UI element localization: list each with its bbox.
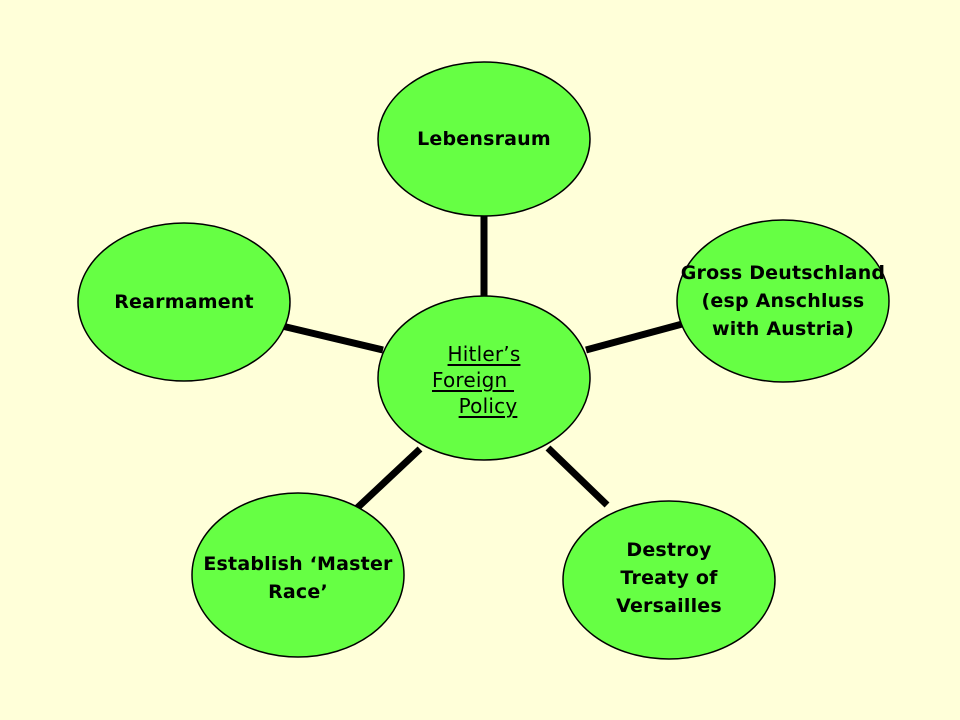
connector-rearmament bbox=[281, 322, 384, 354]
connector-gross-deutschland bbox=[585, 319, 687, 354]
node-lebensraum bbox=[377, 61, 591, 217]
label-versailles-line-1: Destroy bbox=[626, 539, 712, 561]
connector-versailles bbox=[545, 445, 610, 508]
center-label-line-1: Hitler’s bbox=[447, 342, 521, 366]
connector-master-race bbox=[353, 446, 423, 512]
label-versailles-line-2: Treaty of bbox=[620, 567, 718, 589]
label-rearmament: Rearmament bbox=[94, 282, 274, 322]
center-label-line-2: Foreign bbox=[431, 368, 514, 392]
label-lebensraum: Lebensraum bbox=[394, 119, 574, 159]
label-gross-deutschland: Gross Deutschland (esp Anschluss with Au… bbox=[673, 258, 893, 344]
label-gross-deutschland-line-3: with Austria) bbox=[712, 318, 854, 340]
center-node bbox=[377, 295, 591, 461]
label-versailles-line-3: Versailles bbox=[616, 595, 722, 617]
label-gross-deutschland-line-1: Gross Deutschland bbox=[680, 262, 886, 284]
node-master-race bbox=[191, 492, 405, 658]
node-gross-deutschland bbox=[676, 219, 890, 383]
label-lebensraum-line-1: Lebensraum bbox=[417, 128, 551, 150]
center-label: Hitler’s Foreign Policy bbox=[394, 338, 574, 422]
label-rearmament-line-1: Rearmament bbox=[114, 291, 254, 313]
label-versailles: Destroy Treaty of Versailles bbox=[579, 535, 759, 621]
center-label-line-3: Policy bbox=[458, 394, 518, 418]
label-master-race: Establish ‘Master Race’ bbox=[193, 549, 403, 607]
node-versailles bbox=[562, 500, 776, 660]
label-gross-deutschland-line-2: (esp Anschluss bbox=[701, 290, 865, 312]
label-master-race-line-1: Establish ‘Master bbox=[203, 553, 393, 575]
node-rearmament bbox=[77, 222, 291, 382]
label-master-race-line-2: Race’ bbox=[268, 581, 328, 603]
